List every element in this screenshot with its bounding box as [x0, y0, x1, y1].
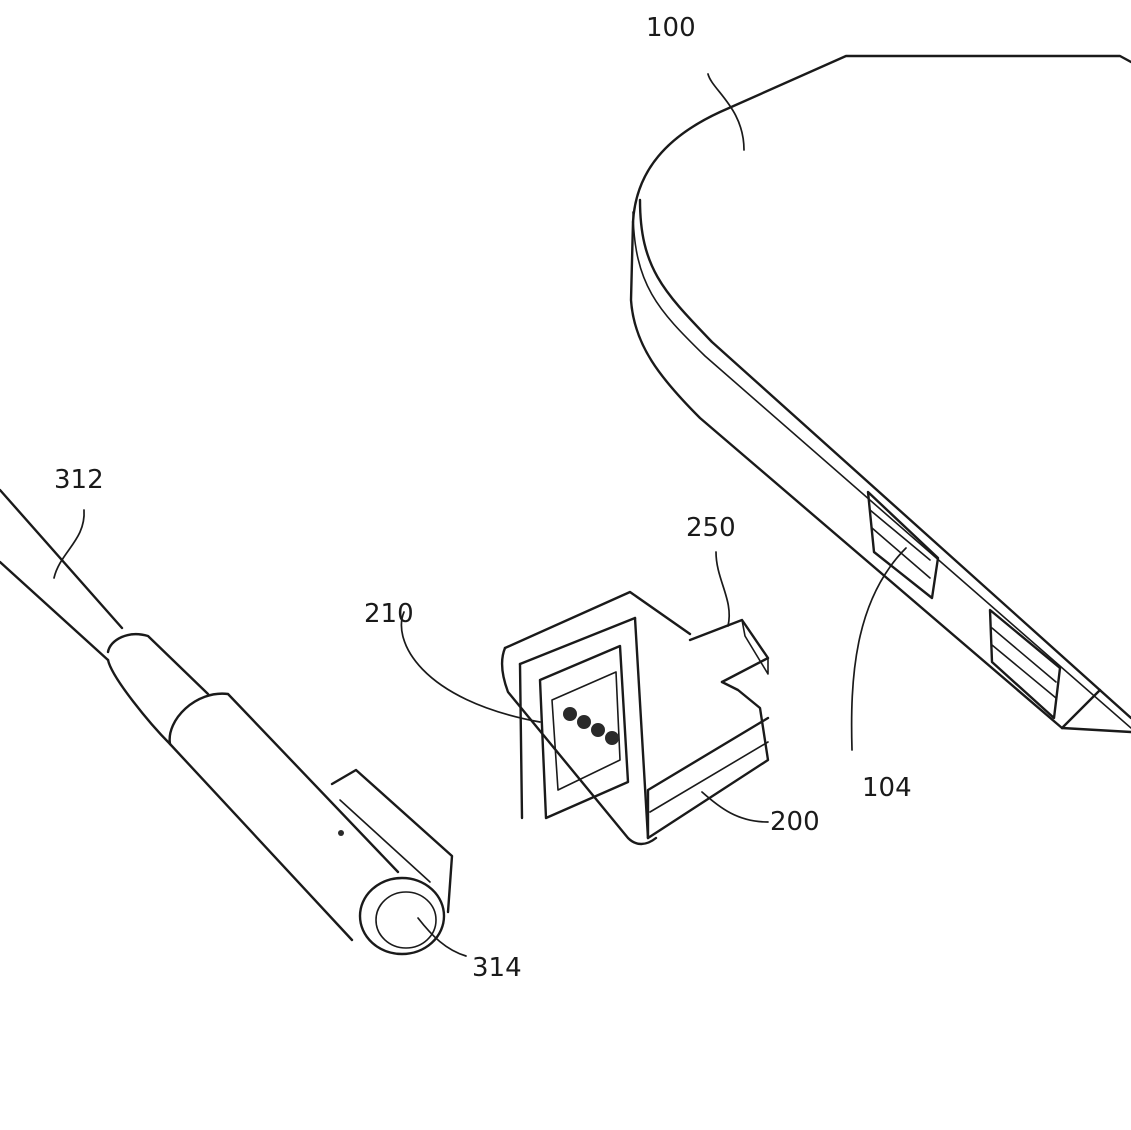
adapter-200: [500, 590, 770, 846]
label-adapter: 200: [770, 807, 820, 837]
leader-lines: [53, 73, 907, 957]
leader-100: [707, 73, 745, 151]
device-port-openings: [866, 490, 1062, 720]
label-device: 100: [646, 13, 696, 43]
label-adapter-plug: 250: [686, 513, 736, 543]
leader-210: [400, 611, 541, 723]
cable-312: [0, 488, 210, 746]
leader-200: [701, 791, 769, 823]
label-cable-connector: 314: [472, 953, 522, 983]
label-adapter-receptacle: 210: [364, 599, 414, 629]
leader-104: [850, 547, 907, 751]
leader-250: [715, 551, 730, 627]
leader-314: [417, 917, 467, 957]
adapter-receptacle-210: [538, 644, 630, 820]
adapter-plug-250: [688, 618, 770, 684]
leader-312: [53, 509, 85, 579]
reference-labels: 100 312 250 210 104 200 314: [54, 13, 912, 983]
label-cable: 312: [54, 465, 104, 495]
label-port: 104: [862, 773, 912, 803]
device-100: [629, 54, 1131, 734]
cable-connector-314: [168, 692, 454, 956]
